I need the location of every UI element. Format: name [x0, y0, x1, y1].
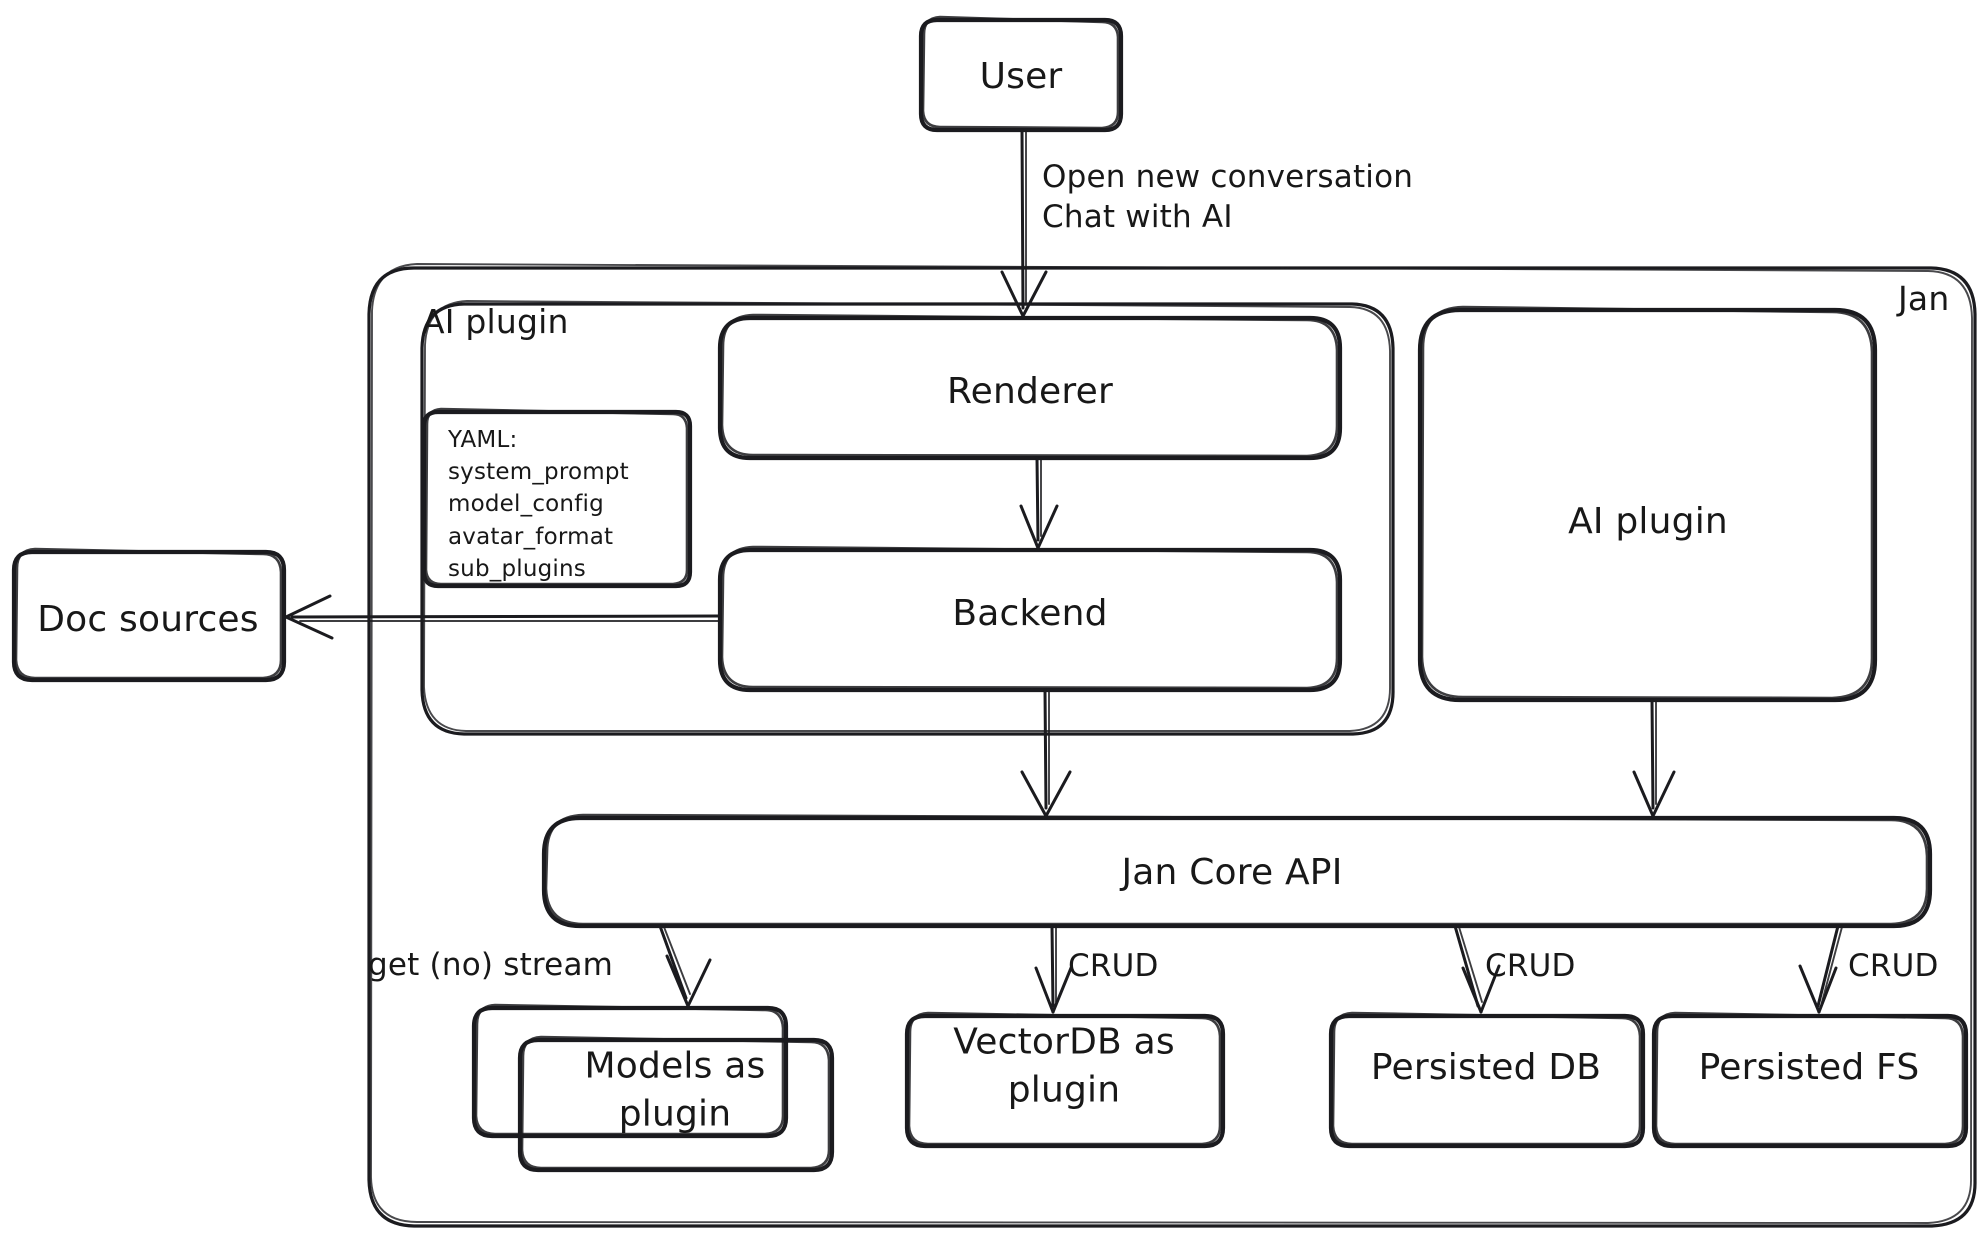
node-label-doc-sources: Doc sources: [37, 598, 259, 640]
edge-renderer-to-backend: [1019, 456, 1059, 550]
edge-label-crud-persisted-db: CRUD: [1485, 948, 1576, 984]
edge-jan-core-api-to-vectordb-plugin: [1034, 924, 1073, 1014]
node-vectordb-plugin[interactable]: [904, 1011, 1226, 1149]
edge-label-get-no-stream: get (no) stream: [368, 947, 614, 983]
edge-user-to-renderer: [1000, 128, 1048, 318]
edge-jan-core-api-to-persisted-fs: [1798, 924, 1843, 1014]
node-label-models-plugin: Models as plugin: [584, 1045, 766, 1134]
node-label-ai-plugin: AI plugin: [1568, 500, 1728, 542]
node-label-vectordb-plugin: VectorDB as plugin: [953, 1021, 1175, 1110]
edge-ai-plugin-to-jan-core-api: [1632, 698, 1676, 818]
edge-label-user-to-renderer: Open new conversation Chat with AI: [1042, 159, 1414, 236]
edge-jan-core-api-to-models-plugin: [658, 924, 712, 1008]
edge-label-crud-persisted-fs: CRUD: [1848, 948, 1939, 984]
node-label-renderer: Renderer: [947, 370, 1113, 412]
node-label-user: User: [979, 55, 1063, 97]
edge-backend-to-jan-core-api: [1020, 688, 1072, 818]
container-label-ai-plugin-group: AI plugin: [422, 302, 569, 341]
node-label-persisted-db: Persisted DB: [1370, 1046, 1602, 1088]
node-persisted-db[interactable]: [1328, 1011, 1646, 1149]
node-label-backend: Backend: [952, 592, 1108, 634]
node-user[interactable]: [918, 15, 1124, 133]
edge-jan-core-api-to-persisted-db: [1453, 924, 1501, 1014]
node-jan-core-api[interactable]: [541, 813, 1933, 929]
edge-label-crud-vectordb: CRUD: [1068, 948, 1159, 984]
node-backend[interactable]: [717, 545, 1343, 693]
container-jan: [367, 263, 1977, 1228]
node-ai-plugin[interactable]: [1417, 305, 1878, 703]
node-models-plugin-back: [471, 1003, 789, 1139]
node-label-jan-core-api: Jan Core API: [1121, 851, 1343, 893]
node-label-yaml: YAML: system_prompt model_config avatar_…: [448, 427, 629, 582]
node-yaml[interactable]: [421, 407, 693, 589]
node-persisted-fs[interactable]: [1651, 1011, 1969, 1149]
edge-backend-to-doc-sources: [284, 594, 722, 640]
node-renderer[interactable]: [717, 313, 1343, 461]
container-label-jan: Jan: [1898, 279, 1950, 318]
container-ai-plugin-group: [420, 300, 1395, 736]
node-models-plugin[interactable]: [517, 1035, 835, 1173]
node-label-persisted-fs: Persisted FS: [1698, 1046, 1920, 1088]
node-doc-sources[interactable]: [11, 547, 287, 683]
